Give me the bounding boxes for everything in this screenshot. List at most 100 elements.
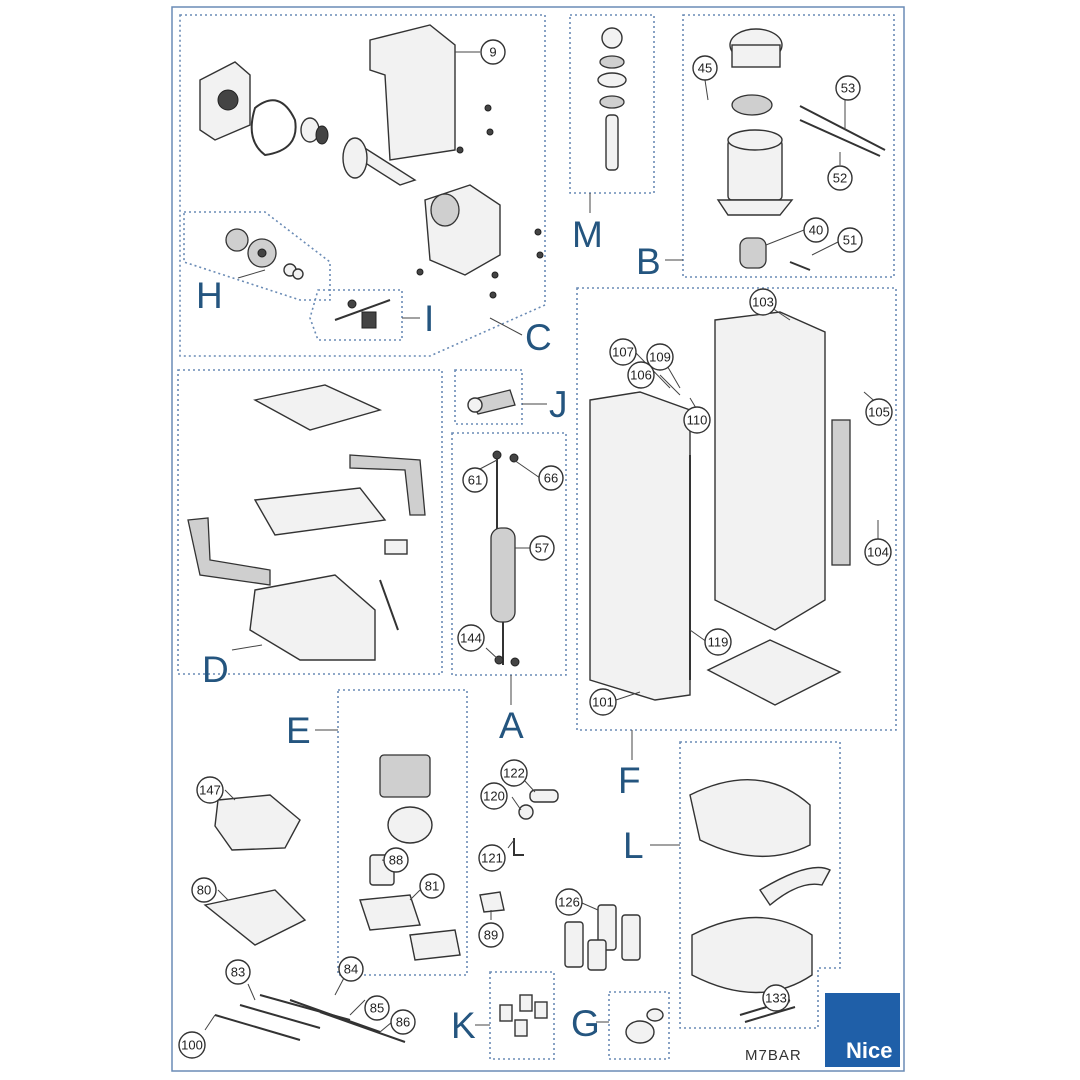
- group-outlines: [177, 14, 897, 1060]
- group-label-b: B: [636, 241, 661, 282]
- svg-text:101: 101: [592, 695, 614, 710]
- callout-45: 45: [692, 55, 718, 81]
- outline-group-m: [569, 14, 655, 194]
- part-sketches: [187, 24, 886, 1044]
- svg-text:9: 9: [489, 45, 496, 60]
- svg-text:110: 110: [687, 413, 708, 428]
- callout-83: 83: [225, 959, 251, 985]
- outline-group-l: [679, 741, 841, 1029]
- svg-text:126: 126: [558, 895, 580, 910]
- group-label-l: L: [623, 825, 644, 866]
- callout-121: 121: [478, 844, 506, 872]
- callout-86: 86: [390, 1009, 416, 1035]
- callout-57: 57: [529, 535, 555, 561]
- callout-100: 100: [178, 1031, 206, 1059]
- callout-88: 88: [383, 847, 409, 873]
- outline-group-k: [489, 971, 555, 1060]
- group-label-a: A: [499, 705, 524, 746]
- svg-text:89: 89: [484, 928, 498, 943]
- group-label-m: M: [572, 214, 603, 255]
- outline-group-f: [576, 287, 897, 731]
- callout-120: 120: [480, 782, 508, 810]
- callout-122: 122: [500, 759, 528, 787]
- outline-group-j: [454, 369, 523, 425]
- outline-group-i: [309, 289, 403, 341]
- svg-text:120: 120: [483, 789, 505, 804]
- callout-66: 66: [538, 465, 564, 491]
- svg-text:83: 83: [231, 965, 245, 980]
- svg-text:105: 105: [868, 405, 890, 420]
- group-label-k: K: [451, 1005, 476, 1046]
- svg-text:119: 119: [708, 635, 729, 650]
- group-label-c: C: [525, 317, 552, 358]
- callout-9: 9: [480, 39, 506, 65]
- svg-text:103: 103: [752, 295, 774, 310]
- outline-group-h: [183, 211, 331, 301]
- callout-109: 109: [646, 343, 674, 371]
- outline-group-e: [337, 689, 468, 976]
- group-label-d: D: [202, 649, 229, 690]
- callout-119: 119: [704, 628, 732, 656]
- callout-107: 107: [609, 338, 637, 366]
- drawing-code: M7BAR: [745, 1047, 802, 1064]
- housing-lid-sketch: [689, 779, 811, 858]
- group-label-i: I: [424, 298, 434, 339]
- callout-105: 105: [865, 398, 893, 426]
- svg-text:40: 40: [809, 223, 823, 238]
- balance-spring-sketch: [490, 527, 516, 623]
- brand-logo: Nice: [846, 1038, 892, 1063]
- svg-text:85: 85: [370, 1001, 384, 1016]
- svg-text:80: 80: [197, 883, 211, 898]
- cabinet-door-sketch: [589, 391, 691, 701]
- svg-text:66: 66: [544, 471, 558, 486]
- top-cover-sketch: [253, 384, 383, 431]
- svg-text:51: 51: [843, 233, 857, 248]
- group-label-j: J: [549, 384, 568, 425]
- group-label-e: E: [286, 710, 311, 751]
- outline-group-d: [177, 369, 443, 675]
- gearbox-bracket-sketch: [369, 24, 456, 161]
- base-gasket-sketch: [706, 639, 842, 706]
- group-label-f: F: [618, 760, 641, 801]
- callout-52: 52: [827, 165, 853, 191]
- part-number-callouts: 9 45 53 52 40 51 103 105 104 107 109 106…: [178, 39, 893, 1059]
- svg-text:106: 106: [630, 368, 652, 383]
- group-labels: C H I M B D J A F E L K G: [196, 193, 683, 1046]
- svg-text:147: 147: [199, 783, 221, 798]
- svg-text:107: 107: [612, 345, 634, 360]
- svg-text:53: 53: [841, 81, 855, 96]
- svg-text:57: 57: [535, 541, 549, 556]
- svg-text:52: 52: [833, 171, 847, 186]
- callout-80: 80: [191, 877, 217, 903]
- svg-text:84: 84: [344, 962, 358, 977]
- sheet-border: [171, 6, 905, 1072]
- outline-group-b: [682, 14, 895, 278]
- callout-104: 104: [864, 538, 892, 566]
- brand-box: [825, 993, 900, 1067]
- svg-text:109: 109: [649, 350, 671, 365]
- callout-85: 85: [364, 995, 390, 1021]
- callout-110: 110: [683, 406, 711, 434]
- svg-text:88: 88: [389, 853, 403, 868]
- callout-81: 81: [419, 873, 445, 899]
- callout-84: 84: [338, 956, 364, 982]
- svg-text:86: 86: [396, 1015, 410, 1030]
- side-panel-sketch: [831, 419, 851, 566]
- svg-text:100: 100: [181, 1038, 203, 1053]
- cabinet-body-sketch: [714, 311, 826, 631]
- callout-103: 103: [749, 288, 777, 316]
- svg-text:61: 61: [468, 473, 482, 488]
- callout-51: 51: [837, 227, 863, 253]
- frame-gasket-sketch: [253, 487, 387, 536]
- svg-text:122: 122: [503, 766, 525, 781]
- outline-group-g: [608, 991, 670, 1060]
- callout-147: 147: [196, 776, 224, 804]
- callout-126: 126: [555, 888, 583, 916]
- control-unit-sketch: [379, 754, 431, 798]
- svg-text:121: 121: [481, 851, 503, 866]
- outline-group-a: [451, 432, 567, 676]
- callout-106: 106: [627, 361, 655, 389]
- housing-base-sketch: [691, 916, 813, 994]
- callout-101: 101: [589, 688, 617, 716]
